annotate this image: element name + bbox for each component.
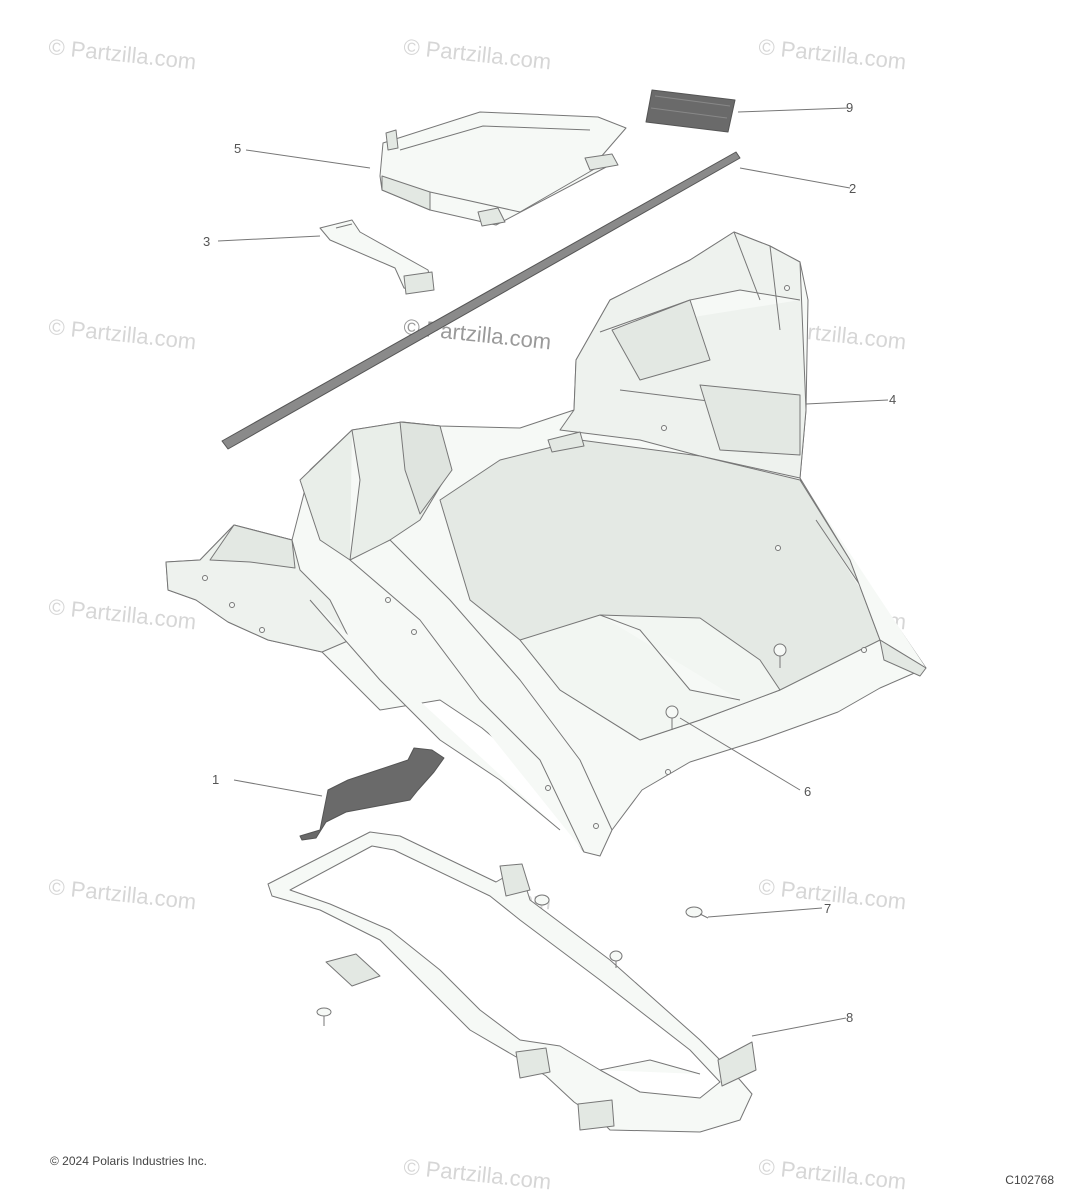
part-1-bracket xyxy=(299,747,445,841)
part-5-cover xyxy=(379,111,627,227)
callout-5: 5 xyxy=(234,141,242,156)
copyright-notice: © 2024 Polaris Industries Inc. xyxy=(50,1154,207,1168)
part-4-body xyxy=(165,231,927,857)
part-6-rivet xyxy=(665,643,787,730)
leader-lines xyxy=(217,107,889,1037)
callout-6: 6 xyxy=(804,784,812,799)
part-2-seal-strip xyxy=(221,151,741,450)
callout-8: 8 xyxy=(846,1010,854,1025)
callout-4: 4 xyxy=(889,392,897,407)
callout-1: 1 xyxy=(212,772,220,787)
callout-3: 3 xyxy=(203,234,211,249)
callout-9: 9 xyxy=(846,100,854,115)
part-8-tray xyxy=(267,831,757,1133)
part-9-decal xyxy=(645,89,736,133)
part-7-fastener xyxy=(316,894,709,1026)
callout-2: 2 xyxy=(849,181,857,196)
diagram-code: C102768 xyxy=(1005,1173,1054,1187)
part-3-latch xyxy=(319,219,435,295)
callout-7: 7 xyxy=(824,901,832,916)
